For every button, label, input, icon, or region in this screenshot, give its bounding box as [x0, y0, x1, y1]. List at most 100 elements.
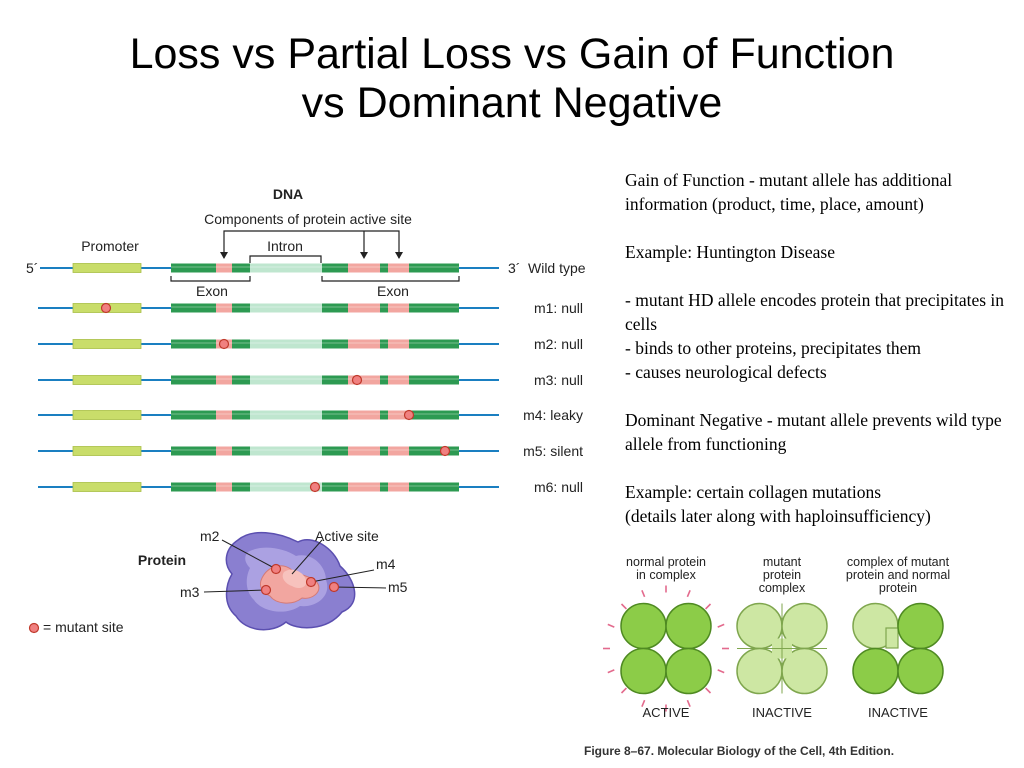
mutation-site-marker	[403, 409, 415, 421]
row-label: m2: null	[534, 336, 583, 352]
exon-segment	[171, 263, 250, 273]
activity-ray	[705, 687, 712, 694]
exon-left-bracket	[170, 276, 251, 282]
m4-label: m4	[376, 556, 396, 572]
exon-segment	[171, 410, 250, 420]
complex-header-line: mutant	[763, 555, 802, 569]
complex-header-line: complex	[759, 581, 806, 595]
mutation-site-marker	[351, 374, 363, 386]
mutation-site-marker	[218, 338, 230, 350]
dna-row: Wild type	[40, 260, 586, 276]
m2-leader	[221, 539, 277, 570]
intron-segment	[250, 339, 322, 349]
activity-ray	[620, 603, 627, 610]
exon-segment	[171, 482, 250, 492]
legend-label: = mutant site	[43, 619, 124, 635]
active-site-segment	[388, 375, 409, 385]
row-label: m4: leaky	[523, 407, 583, 423]
row-label: m1: null	[534, 300, 583, 316]
m2-label: m2	[200, 528, 220, 544]
dna-diagram: DNA Components of protein active site Pr…	[26, 186, 586, 495]
complex-state-label: ACTIVE	[643, 705, 690, 720]
title-line-1: Loss vs Partial Loss vs Gain of Function	[129, 30, 895, 78]
promoter-segment	[72, 482, 142, 492]
protein-diagram: Protein m2 Active site m4 m5 m3 = mutant…	[28, 528, 408, 635]
activity-ray	[686, 699, 691, 708]
intron-segment	[250, 375, 322, 385]
active-site-segment	[348, 410, 380, 420]
intron-bracket	[249, 255, 322, 263]
row-label: m3: null	[534, 372, 583, 388]
promoter-label: Promoter	[81, 238, 139, 254]
normal-subunit	[852, 647, 899, 695]
mutation-site-marker	[439, 445, 451, 457]
activity-ray	[620, 687, 627, 694]
promoter-segment	[72, 375, 142, 385]
complex-state-label: INACTIVE	[752, 705, 812, 720]
active-site-segment	[216, 410, 232, 420]
note-line: Dominant Negative - mutant allele preven…	[625, 410, 1002, 454]
m4-leader	[310, 569, 375, 583]
dna-row: m1: null	[38, 300, 583, 316]
activity-ray	[705, 603, 712, 610]
dna-row: m3: null	[38, 372, 583, 388]
mutant-site-m3	[260, 584, 272, 596]
normal-subunit	[897, 602, 944, 650]
m3-label: m3	[180, 584, 200, 600]
intron-segment	[250, 482, 322, 492]
mutation-site-marker	[309, 481, 321, 493]
active-site-segment	[348, 263, 380, 273]
active-site-lobe	[282, 569, 307, 588]
components-bracket	[223, 230, 400, 258]
dna-row: m5: silent	[38, 443, 583, 459]
intron-segment	[250, 263, 322, 273]
exon-right-label: Exon	[377, 283, 409, 299]
m5-leader	[333, 586, 387, 589]
pointer-arrowhead	[220, 252, 228, 259]
active-site-segment	[388, 482, 409, 492]
three-prime-label: 3´	[508, 260, 520, 276]
exon-segment	[171, 375, 250, 385]
active-site-segment	[388, 410, 409, 420]
pointer-arrowhead	[360, 252, 368, 259]
promoter-segment	[72, 446, 142, 456]
activity-ray	[641, 699, 646, 708]
active-site-segment	[348, 375, 380, 385]
dna-pointers	[170, 230, 460, 282]
mutant-site-m4	[305, 576, 317, 588]
promoter-segment	[72, 263, 142, 273]
active-site-segment	[348, 446, 380, 456]
normal-subunit	[620, 602, 667, 650]
protein-heading: Protein	[138, 552, 186, 568]
row-label: Wild type	[528, 260, 586, 276]
intron-label: Intron	[267, 238, 303, 254]
pointer-arrowhead	[395, 252, 403, 259]
exon-segment	[171, 446, 250, 456]
intron-segment	[250, 303, 322, 313]
notes-panel: Gain of Function - mutant allele has add…	[625, 168, 1020, 528]
exon-right-bracket	[321, 276, 460, 282]
mutant-site-m2	[270, 563, 282, 575]
complex-header-line: complex of mutant	[847, 555, 950, 569]
activity-ray	[717, 623, 725, 628]
dna-row: m4: leaky	[38, 407, 583, 423]
intron-segment	[250, 446, 322, 456]
intron-segment	[250, 410, 322, 420]
components-label: Components of protein active site	[204, 211, 412, 227]
complex-header-line: protein and normal	[846, 568, 950, 582]
note-line: Gain of Function - mutant allele has add…	[625, 170, 953, 214]
note-line: - causes neurological defects	[625, 362, 827, 382]
exon-segment	[171, 339, 250, 349]
active-site-segment	[216, 375, 232, 385]
note-line: Example: Huntington Disease	[625, 242, 835, 262]
active-site-label: Active site	[315, 528, 379, 544]
activity-ray	[641, 589, 646, 598]
active-site-segment	[388, 339, 409, 349]
normal-subunit	[897, 647, 944, 695]
promoter-segment	[72, 410, 142, 420]
exon-segment	[171, 303, 250, 313]
normal-subunit	[665, 647, 712, 695]
